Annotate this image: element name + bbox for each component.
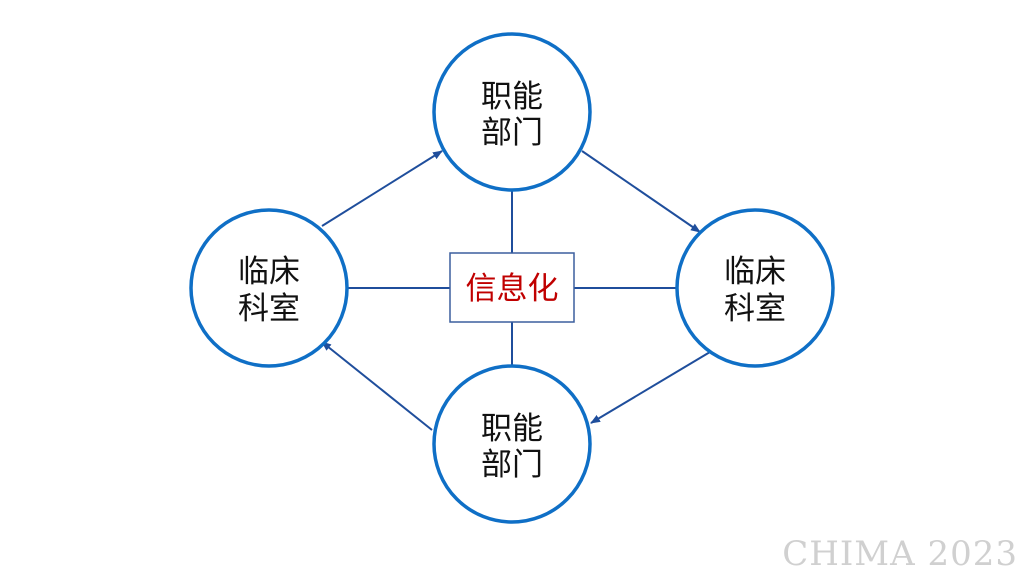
node-bottom-circle <box>432 364 592 524</box>
node-top-circle <box>432 32 592 192</box>
node-left: 临床 科室 <box>189 208 349 368</box>
arrow-bottom-to-left <box>321 341 433 431</box>
node-left-label-line2: 科室 <box>238 291 300 327</box>
watermark: CHIMA 2023 <box>782 534 1018 574</box>
node-left-circle <box>189 208 349 368</box>
arrow-right-to-bottom <box>590 351 711 424</box>
node-right: 临床 科室 <box>675 208 835 368</box>
arrow-top-to-right <box>581 150 701 233</box>
center-box-frame <box>449 252 575 323</box>
arrow-left-to-top <box>321 150 443 227</box>
node-right-label-line1: 临床 <box>724 254 786 290</box>
node-bottom-label-line2: 部门 <box>481 447 543 483</box>
node-top-label-line2: 部门 <box>481 115 543 151</box>
node-bottom: 职能 部门 <box>432 364 592 524</box>
node-top-label-line1: 职能 <box>481 79 543 115</box>
center-box: 信息化 <box>449 252 575 323</box>
node-right-label-line2: 科室 <box>724 291 786 327</box>
node-bottom-label-line1: 职能 <box>481 411 543 447</box>
node-top: 职能 部门 <box>432 32 592 192</box>
node-right-circle <box>675 208 835 368</box>
center-label: 信息化 <box>466 271 559 307</box>
node-left-label-line1: 临床 <box>238 254 300 290</box>
